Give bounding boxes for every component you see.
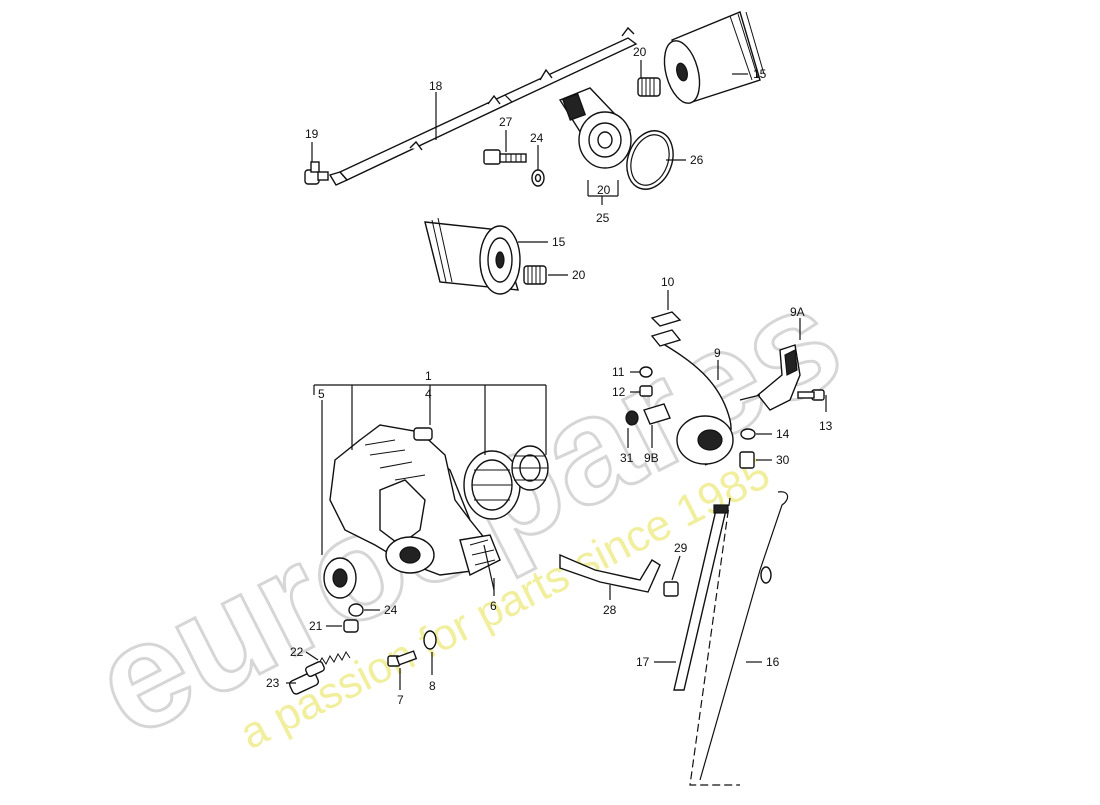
part-16-dipstick <box>689 491 789 786</box>
part-11-washer <box>639 366 653 378</box>
callout-24-lower: 24 <box>384 603 398 617</box>
part-23-plunger <box>288 660 325 695</box>
part-19-fitting <box>304 161 329 185</box>
callout-20-middle: 20 <box>572 268 586 282</box>
callout-30: 30 <box>776 453 790 467</box>
part-17-dipstick-tube <box>673 504 729 691</box>
part-20-nipple-middle <box>523 265 547 285</box>
callout-9a: 9A <box>790 305 805 319</box>
part-8-washer <box>423 630 437 650</box>
part-4-plug <box>413 427 433 441</box>
part-12-bolt <box>639 385 653 397</box>
callout-8: 8 <box>429 679 436 693</box>
part-26-o-ring <box>626 130 674 190</box>
callout-17: 17 <box>636 655 650 669</box>
callout-21: 21 <box>309 619 323 633</box>
part-1-oil-pump-assembly <box>329 424 501 577</box>
callout-23: 23 <box>266 676 280 690</box>
part-7-bolt <box>387 650 418 667</box>
callout-12: 12 <box>612 385 626 399</box>
callout-9: 9 <box>714 346 721 360</box>
callout-29: 29 <box>674 541 688 555</box>
callout-19: 19 <box>305 127 319 141</box>
callout-6: 6 <box>490 599 497 613</box>
part-22-spring <box>317 651 351 666</box>
part-10-gasket <box>650 311 682 347</box>
part-27-bolt <box>483 149 527 165</box>
callout-26: 26 <box>690 153 704 167</box>
callout-labels: 1 4 5 6 7 8 9 9A 9B 10 11 12 13 14 15 15… <box>266 45 833 707</box>
callout-20-top: 20 <box>633 45 647 59</box>
part-31-nut <box>625 410 639 426</box>
part-15-oil-filter-middle <box>424 217 521 295</box>
callout-16: 16 <box>766 655 780 669</box>
part-25-filter-housing <box>558 87 632 169</box>
callout-10: 10 <box>661 275 675 289</box>
callout-22: 22 <box>290 645 304 659</box>
callout-13: 13 <box>819 419 833 433</box>
part-24-washer-lower <box>348 603 364 617</box>
part-9-suction-pipe <box>659 341 734 466</box>
callout-7: 7 <box>397 693 404 707</box>
pump-rotor-inner <box>511 445 549 491</box>
part-21-sleeve <box>343 619 359 633</box>
callout-28: 28 <box>603 603 617 617</box>
part-13-bolt <box>797 389 825 401</box>
callout-5: 5 <box>318 387 325 401</box>
callout-25: 25 <box>596 211 610 225</box>
callout-27: 27 <box>499 115 513 129</box>
callout-18: 18 <box>429 79 443 93</box>
part-29-clip <box>663 581 679 597</box>
part-28-bracket <box>559 553 661 593</box>
callout-14: 14 <box>776 427 790 441</box>
callout-1: 1 <box>425 369 432 383</box>
part-20-nipple-top <box>637 77 661 97</box>
callout-15-middle: 15 <box>552 235 566 249</box>
part-9b-clamp <box>643 403 671 425</box>
pump-rotor-outer <box>463 450 521 520</box>
part-30-bolt <box>739 451 755 469</box>
callout-4: 4 <box>425 387 432 401</box>
callout-20-housing: 20 <box>597 183 611 197</box>
part-14-washer <box>740 428 756 440</box>
part-15-oil-filter-top <box>663 11 765 104</box>
part-9a-bracket <box>757 344 801 411</box>
callout-9b: 9B <box>644 451 659 465</box>
part-5-seal <box>323 557 357 599</box>
callout-15-top: 15 <box>753 67 767 81</box>
callout-11: 11 <box>612 365 625 379</box>
leader-lines <box>286 60 827 690</box>
callout-31: 31 <box>620 451 634 465</box>
callout-24-top: 24 <box>530 131 544 145</box>
part-18-pipe <box>328 26 638 186</box>
